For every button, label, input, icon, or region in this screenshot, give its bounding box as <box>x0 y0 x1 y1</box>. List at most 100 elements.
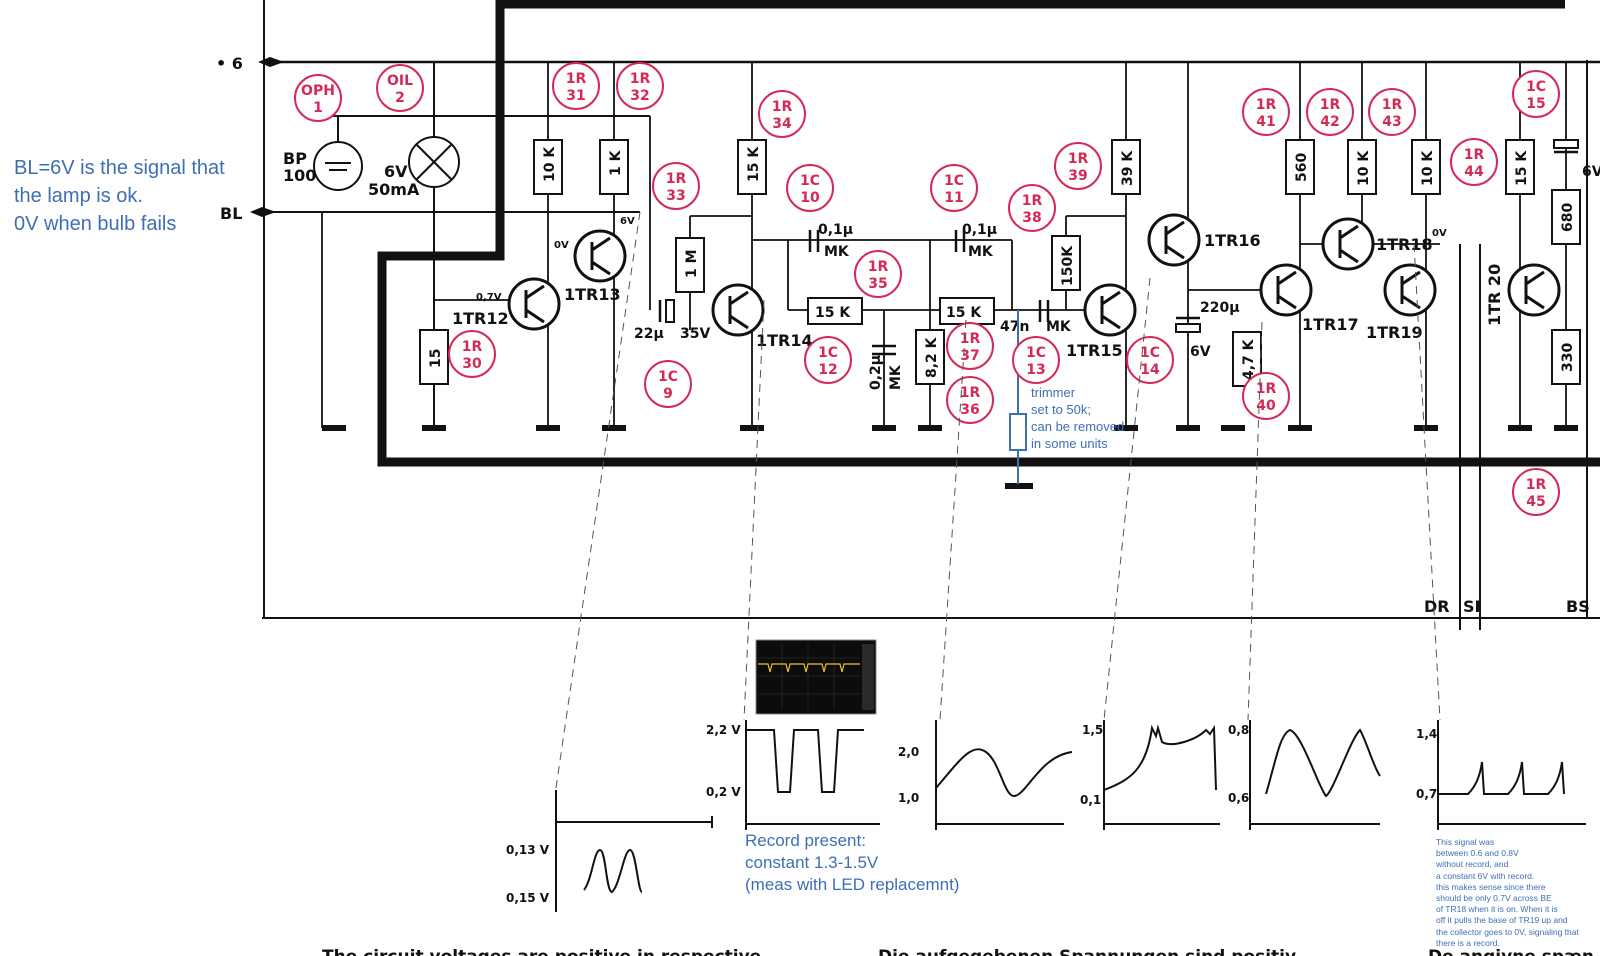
plus6-label: • 6 <box>216 54 243 73</box>
c15-rating: 6V <box>1582 164 1600 180</box>
signal-note-line: should be only 0.7V across BE <box>1436 893 1552 904</box>
w5-label-high: 0,8 <box>1228 723 1249 737</box>
r44-value: 15 K <box>1514 150 1530 186</box>
tr16-label: 1TR16 <box>1204 231 1261 250</box>
c14-rating: 6V <box>1190 344 1211 360</box>
callout-number: 41 <box>1256 114 1275 130</box>
callout-prefix: 1R <box>566 71 587 87</box>
waveform-1 <box>555 790 713 912</box>
callout-number: 12 <box>818 362 837 378</box>
r39-value: 39 K <box>1120 150 1136 186</box>
bl-arrow <box>250 207 276 217</box>
tr13-symbol <box>573 229 627 283</box>
callout-prefix: 1R <box>868 259 889 275</box>
tr14-symbol <box>711 283 765 337</box>
tr20-label: 1TR 20 <box>1485 264 1504 326</box>
signal-note-line: a constant 6V with record. <box>1436 870 1535 881</box>
signal-note-line: between 0.6 and 0.8V <box>1436 848 1519 859</box>
waveform-leaders <box>555 211 1441 789</box>
w1-label-low: 0,15 V <box>506 891 550 905</box>
r43-value: 10 K <box>1420 150 1436 186</box>
tr16-symbol <box>1147 213 1201 267</box>
signal-note-line: the collector goes to 0V, signaling that <box>1436 926 1579 937</box>
w4-label-low: 0,1 <box>1080 793 1101 807</box>
signal-note-line: there is a record. <box>1436 937 1500 948</box>
r42-body <box>1347 139 1377 195</box>
r31-body <box>533 139 563 195</box>
bs-label: BS <box>1566 597 1590 616</box>
r38-body <box>1051 235 1081 291</box>
lamp-current: 50mA <box>368 180 420 199</box>
c11-type: MK <box>968 244 994 260</box>
callout-prefix: 1R <box>666 171 687 187</box>
waveform-5 <box>1249 720 1381 830</box>
r32-body <box>599 139 629 195</box>
r33-value: 1 M <box>684 249 700 278</box>
callout-1c-9: 1C9 <box>644 360 692 408</box>
waveform-4 <box>1103 720 1220 830</box>
r330-value: 330 <box>1560 343 1576 372</box>
callout-number: 10 <box>800 190 820 206</box>
r36-body <box>915 329 945 385</box>
callout-number: 35 <box>868 276 887 292</box>
callout-prefix: 1C <box>800 173 820 189</box>
r32-value: 1 K <box>608 149 624 176</box>
tr14-label: 1TR14 <box>756 331 813 350</box>
signal-note-line: off it pulls the base of TR19 up and <box>1436 915 1568 926</box>
c11-value: 0,1µ <box>962 222 997 238</box>
callout-number: 44 <box>1464 164 1484 180</box>
w4-label-high: 1,5 <box>1082 723 1103 737</box>
callout-number: 32 <box>630 88 649 104</box>
c9-value: 22µ <box>634 326 664 342</box>
bl-label: BL <box>220 204 242 223</box>
callout-number: 1 <box>313 100 323 116</box>
callout-prefix: 1R <box>462 339 483 355</box>
record-note-line: Record present: <box>745 831 866 850</box>
callout-prefix: 1R <box>1256 97 1277 113</box>
callout-number: 40 <box>1256 398 1276 414</box>
record-note-line: (meas with LED replacemnt) <box>745 875 960 894</box>
r37-value: 15 K <box>946 305 982 321</box>
r40-value: 4,7 K <box>1241 338 1257 380</box>
r33-body <box>675 237 705 293</box>
c13-value: 47n <box>1000 319 1029 335</box>
bp-value: 100 <box>283 166 316 185</box>
callout-number: 38 <box>1022 210 1041 226</box>
signal-note: This signal was between 0.6 and 0.8V wit… <box>1436 837 1579 949</box>
w6-label-high: 1,4 <box>1416 727 1437 741</box>
callout-prefix: 1C <box>1526 79 1546 95</box>
r35-value: 15 K <box>815 305 851 321</box>
r30-value: 15 <box>428 349 444 368</box>
callout-layer: OPH1OIL21R311R321R341R331C101C111R351C12… <box>294 62 1560 516</box>
r330-body <box>1551 329 1581 385</box>
c12-type: MK <box>888 364 904 390</box>
waveform-2 <box>745 720 880 830</box>
callout-number: 14 <box>1140 362 1160 378</box>
callout-number: 11 <box>944 190 963 206</box>
footer-danish: De angivne spæn <box>1428 947 1594 956</box>
signal-note-line: of TR18 when it is on. When it is <box>1436 904 1558 915</box>
r42-value: 10 K <box>1356 150 1372 186</box>
r680-body <box>1551 189 1581 245</box>
callout-prefix: OIL <box>387 73 413 89</box>
callout-number: 42 <box>1320 114 1339 130</box>
callout-number: 34 <box>772 116 792 132</box>
callout-number: 15 <box>1526 96 1545 112</box>
signal-note-line: without record, and <box>1436 859 1509 870</box>
callout-prefix: 1R <box>1256 381 1277 397</box>
bp-symbol <box>313 141 363 191</box>
